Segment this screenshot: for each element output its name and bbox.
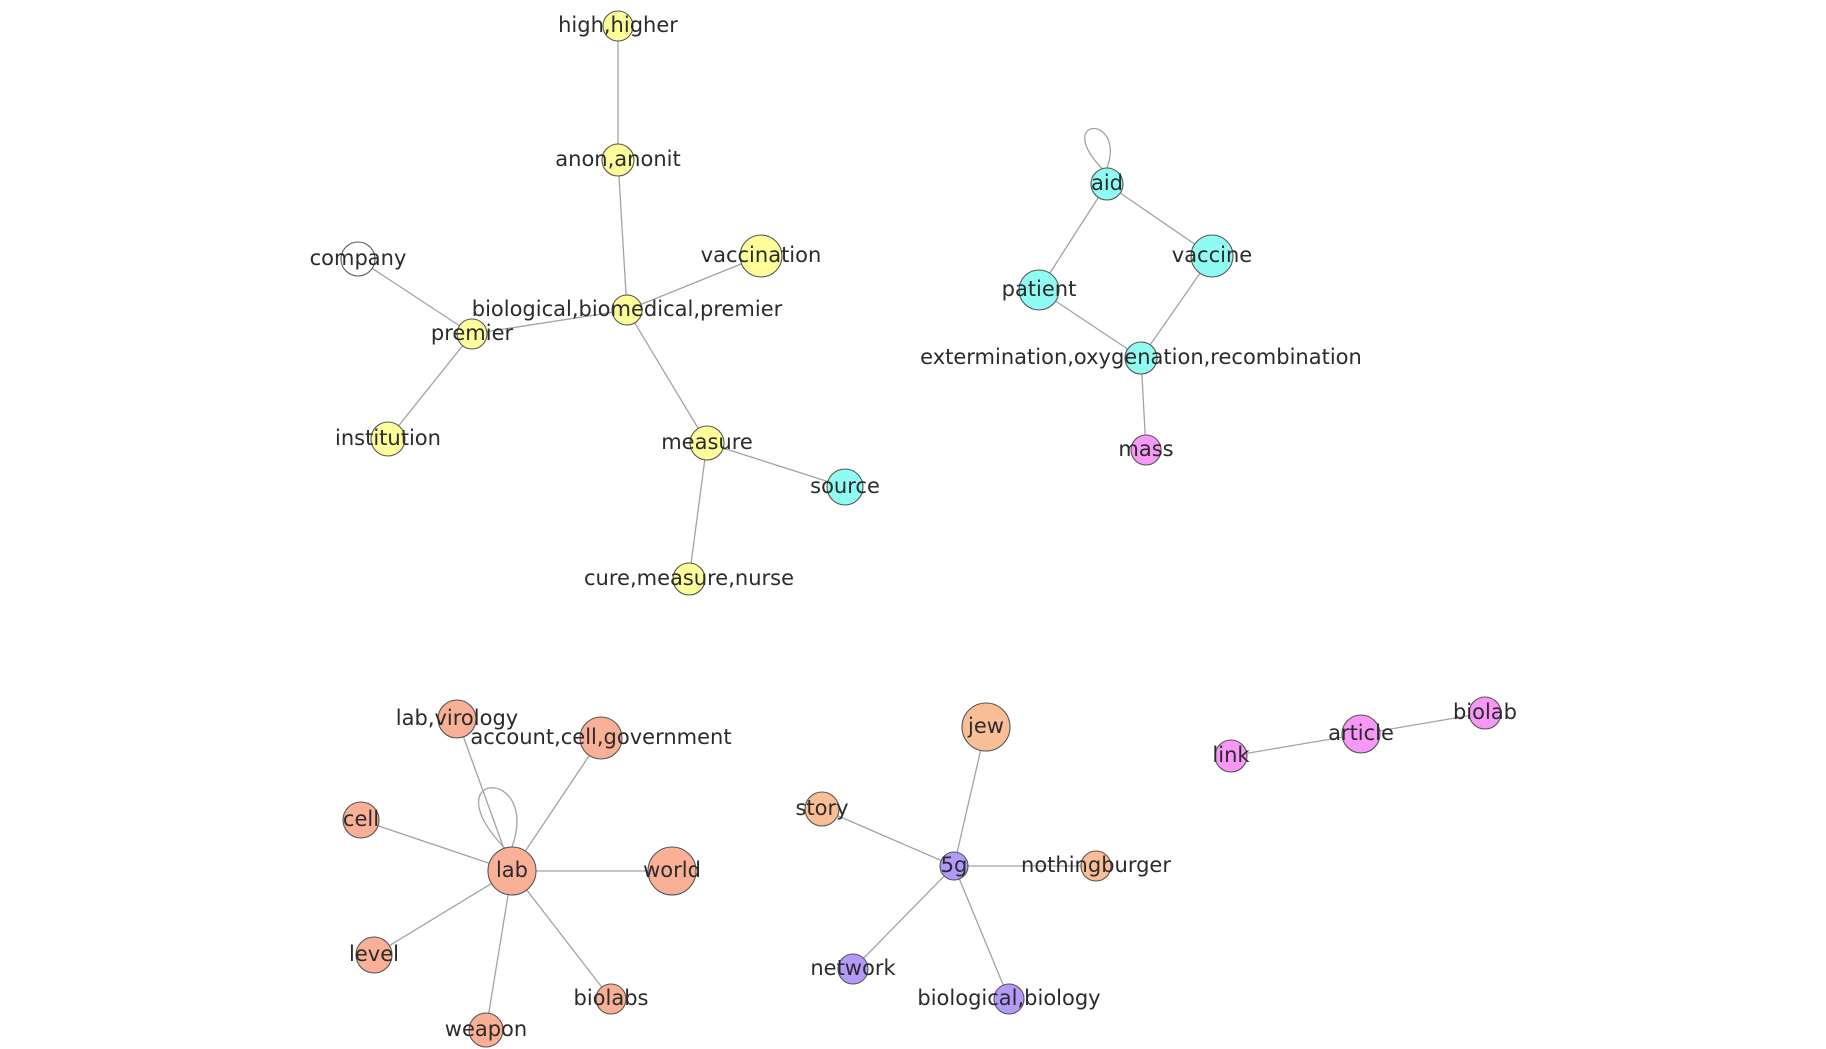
node-lab[interactable] — [487, 846, 537, 896]
node-label-exterm: extermination,oxygenation,recombination — [920, 345, 1362, 369]
node-label-institution: institution — [335, 426, 441, 450]
node-measure[interactable] — [689, 425, 725, 461]
node-label-premier: premier — [431, 321, 514, 345]
node-article[interactable] — [1341, 714, 1381, 754]
node-label-patient: patient — [1002, 277, 1077, 301]
node-account[interactable] — [579, 716, 623, 760]
node-label-biolabs: biolabs — [574, 986, 649, 1010]
node-label-company: company — [310, 246, 407, 270]
node-vaccination[interactable] — [739, 234, 783, 278]
node-label-cure: cure,measure,nurse — [584, 566, 794, 590]
node-jew[interactable] — [961, 702, 1011, 752]
edge-company-premier — [357, 258, 473, 335]
node-company[interactable] — [340, 241, 376, 277]
edge-lab-level — [373, 870, 513, 956]
labels-layer: high,higher anon,anonit vaccination company… — [310, 13, 1517, 1041]
edge-lab-account — [511, 737, 602, 872]
edge-bio_premier-vaccination — [626, 255, 762, 311]
node-label-story: story — [795, 796, 848, 820]
node-anon_anonit[interactable] — [601, 143, 635, 177]
node-nothingburger[interactable] — [1080, 850, 1112, 882]
node-weapon[interactable] — [468, 1012, 504, 1048]
node-label-level: level — [349, 942, 399, 966]
edge-measure-source — [706, 442, 846, 488]
node-story[interactable] — [804, 791, 840, 827]
edge-bio_premier-premier — [471, 309, 628, 335]
node-biolabs[interactable] — [595, 983, 627, 1015]
node-label-lab: lab — [496, 858, 528, 882]
node-label-source: source — [810, 474, 880, 498]
node-vaccine[interactable] — [1190, 234, 1234, 278]
node-fiveg[interactable] — [939, 851, 969, 881]
edge-fiveg-network — [852, 865, 955, 970]
self-loop-edge-aid — [1084, 127, 1111, 170]
node-label-link: link — [1212, 743, 1250, 767]
node-exterm[interactable] — [1124, 341, 1158, 375]
node-cure[interactable] — [672, 562, 706, 596]
node-bio_premier[interactable] — [611, 294, 643, 326]
self-loop-edge-lab — [477, 787, 518, 849]
node-world[interactable] — [647, 846, 697, 896]
node-lab_virology[interactable] — [437, 699, 477, 739]
nodes-layer — [340, 10, 1502, 1048]
edge-lab-biolabs — [511, 870, 612, 1000]
node-label-weapon: weapon — [445, 1017, 527, 1041]
edge-lab-weapon — [485, 870, 513, 1031]
node-label-article: article — [1328, 721, 1394, 745]
edge-link-article — [1230, 733, 1362, 757]
node-patient[interactable] — [1018, 269, 1060, 311]
edge-anon_anonit-bio_premier — [617, 159, 628, 311]
node-label-vaccination: vaccination — [701, 243, 822, 267]
node-label-fiveg: 5g — [941, 853, 968, 877]
node-label-bio_premier: biological,biomedical,premier — [472, 297, 783, 321]
node-label-aid: aid — [1091, 171, 1123, 195]
edge-premier-institution — [387, 333, 473, 440]
node-label-measure: measure — [661, 430, 753, 454]
node-link[interactable] — [1214, 739, 1248, 773]
node-source[interactable] — [826, 468, 864, 506]
node-label-mass: mass — [1118, 437, 1173, 461]
edge-lab-cell — [360, 819, 513, 872]
edge-measure-cure — [688, 442, 708, 580]
node-mass[interactable] — [1130, 434, 1162, 466]
edge-fiveg-story — [821, 808, 955, 867]
edge-article-biolab — [1360, 712, 1486, 735]
node-bio_biology[interactable] — [993, 983, 1025, 1015]
node-label-lab_virology: lab,virology — [396, 706, 518, 730]
node-label-world: world — [643, 858, 701, 882]
node-level[interactable] — [355, 936, 393, 974]
edge-bio_premier-measure — [626, 309, 708, 444]
node-label-anon_anonit: anon,anonit — [555, 147, 680, 171]
node-aid[interactable] — [1090, 167, 1124, 201]
node-label-bio_biology: biological,biology — [917, 986, 1100, 1010]
node-label-cell: cell — [343, 807, 379, 831]
node-label-network: network — [810, 956, 896, 980]
node-high_higher[interactable] — [602, 10, 634, 42]
node-label-vaccine: vaccine — [1172, 243, 1252, 267]
edge-aid-patient — [1038, 183, 1108, 291]
node-institution[interactable] — [370, 421, 406, 457]
edges-layer — [357, 26, 1486, 1031]
node-label-nothingburger: nothingburger — [1021, 853, 1171, 877]
node-cell[interactable] — [342, 801, 380, 839]
node-biolab[interactable] — [1468, 696, 1502, 730]
node-premier[interactable] — [456, 318, 488, 350]
node-label-biolab: biolab — [1453, 700, 1517, 724]
node-label-account: account,cell,government — [470, 725, 731, 749]
edge-fiveg-bio_biology — [953, 865, 1010, 1000]
node-label-jew: jew — [967, 714, 1004, 738]
node-network[interactable] — [837, 953, 869, 985]
node-label-high_higher: high,higher — [558, 13, 678, 37]
edge-lab-lab_virology — [456, 718, 513, 872]
